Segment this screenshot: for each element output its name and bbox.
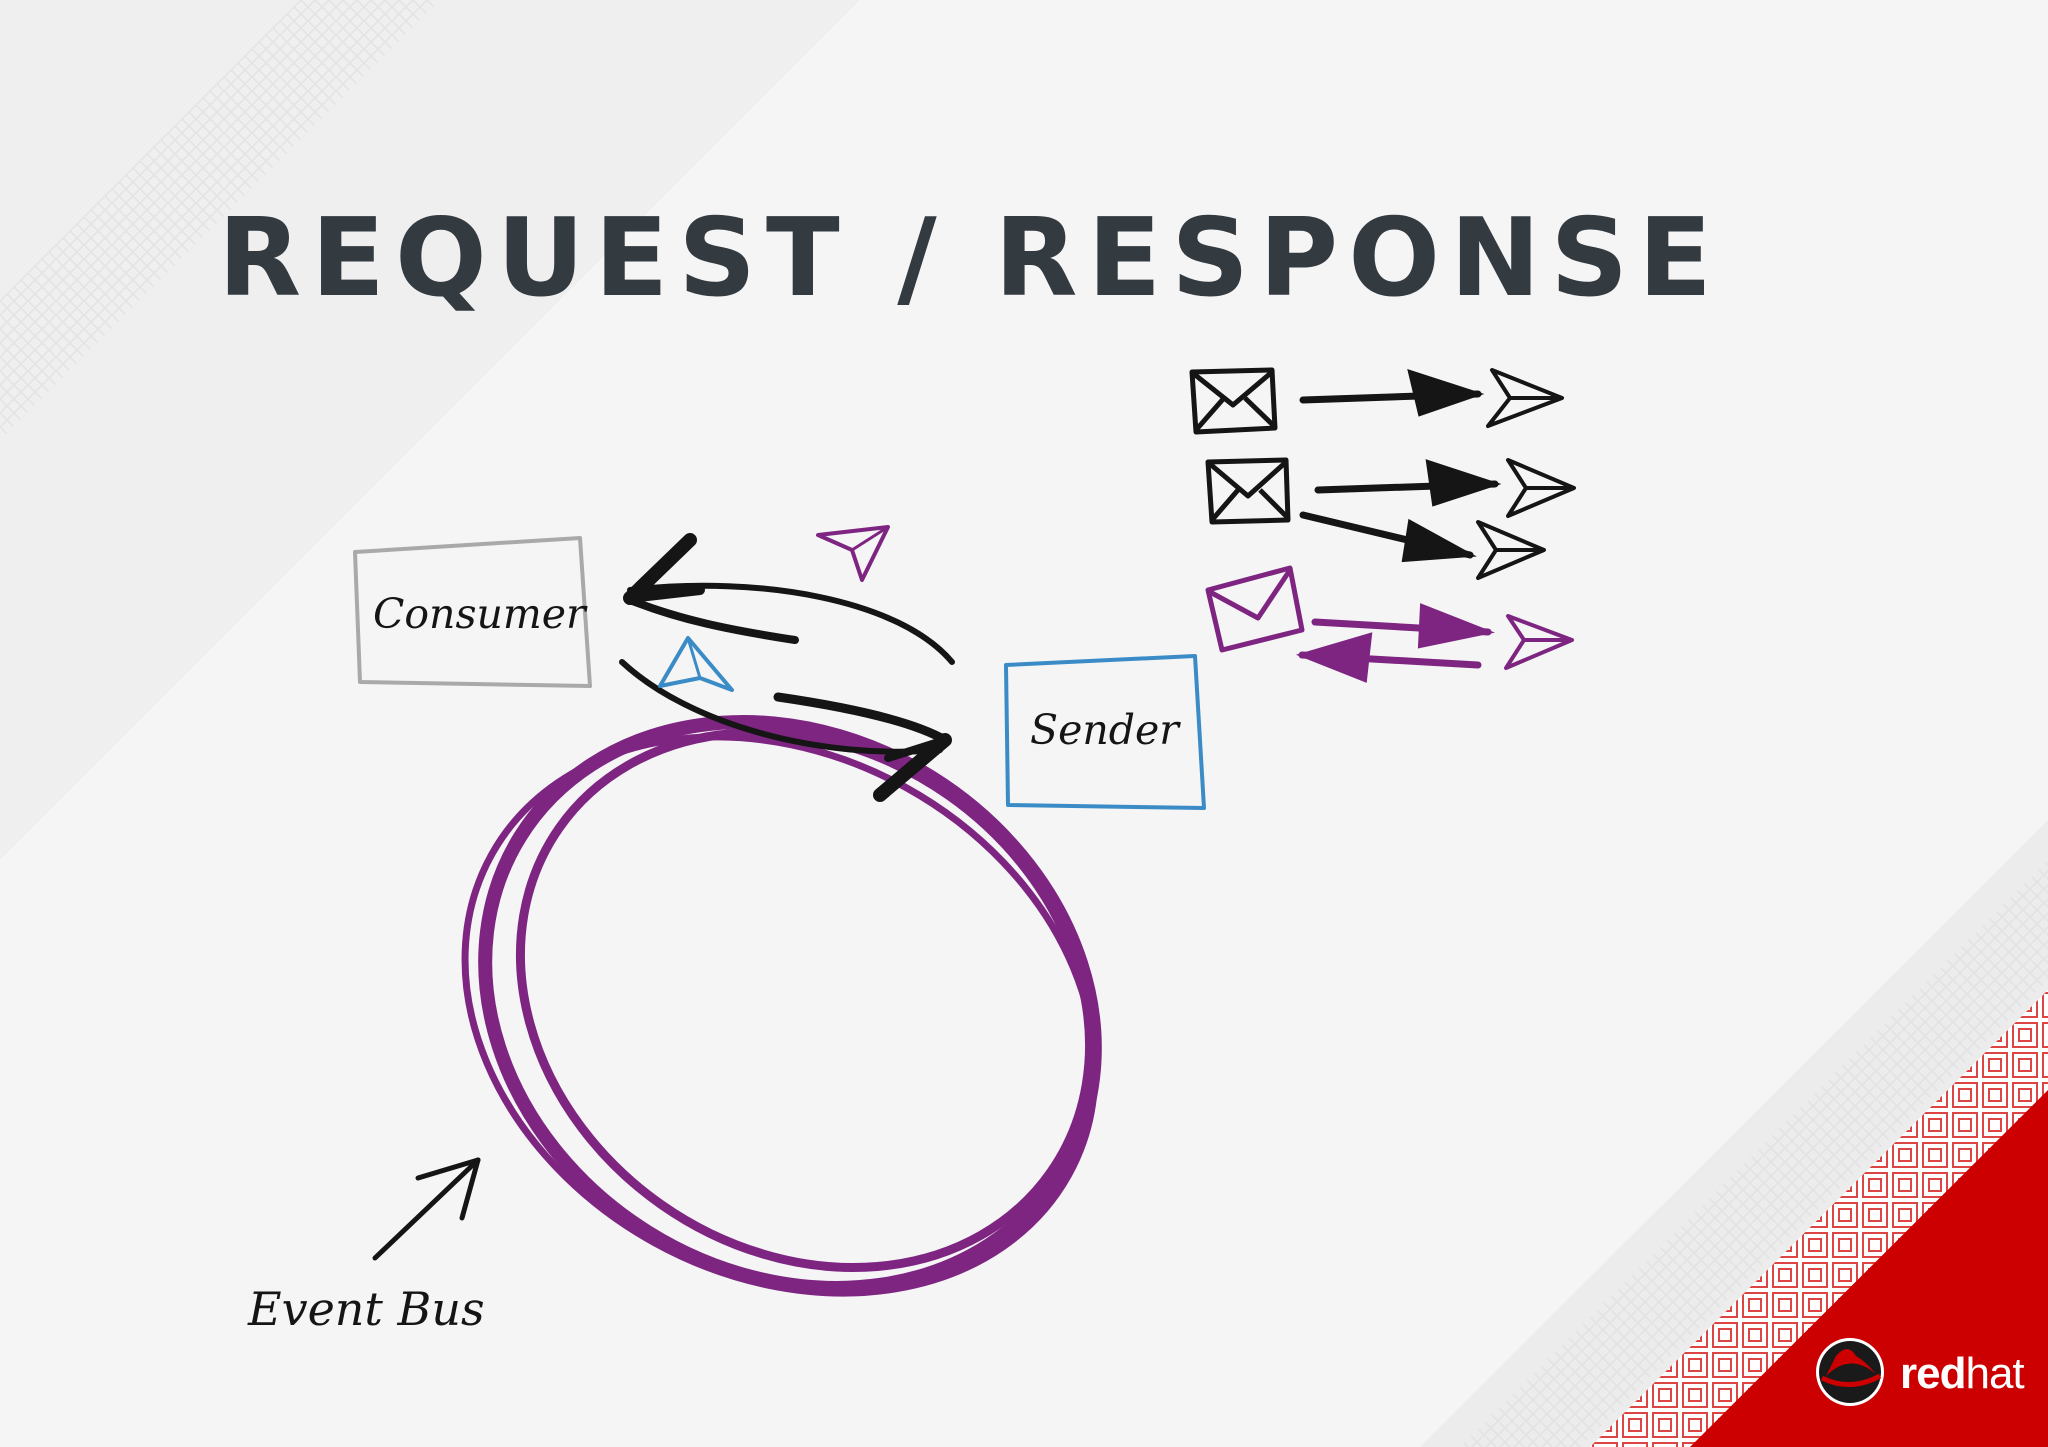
legend-row xyxy=(1205,457,1576,580)
legend-row xyxy=(1189,367,1564,435)
envelope-icon xyxy=(1189,367,1278,435)
event-bus-pointer-arrow xyxy=(372,1157,481,1261)
paper-plane-icon xyxy=(1476,458,1576,580)
brand-light: hat xyxy=(1965,1349,2024,1398)
redhat-logo-icon xyxy=(1816,1338,1884,1406)
redhat-wordmark: redhat xyxy=(1900,1349,2025,1399)
request-arrow xyxy=(619,659,952,802)
envelope-icon xyxy=(1205,565,1305,653)
arrow-both-icon xyxy=(1295,603,1495,683)
brand-bold: red xyxy=(1900,1349,1966,1398)
paper-plane-icon xyxy=(658,636,734,692)
arrow-right-icon xyxy=(1299,369,1485,417)
event-bus-ring xyxy=(461,715,1102,1297)
paper-plane-icon xyxy=(816,525,890,582)
consumer-label: Consumer xyxy=(373,590,586,638)
sender-box xyxy=(1004,654,1206,810)
arrow-right-icon xyxy=(1299,459,1502,563)
consumer-box xyxy=(353,536,592,688)
event-bus-label: Event Bus xyxy=(248,1282,485,1336)
paper-plane-icon xyxy=(1504,614,1574,670)
response-arrow xyxy=(623,533,955,665)
envelope-icon xyxy=(1205,457,1291,525)
slide-title: REQUEST / RESPONSE xyxy=(218,196,1722,321)
paper-plane-icon xyxy=(1486,368,1564,428)
sender-label: Sender xyxy=(1030,706,1179,754)
legend-row xyxy=(1205,565,1574,683)
